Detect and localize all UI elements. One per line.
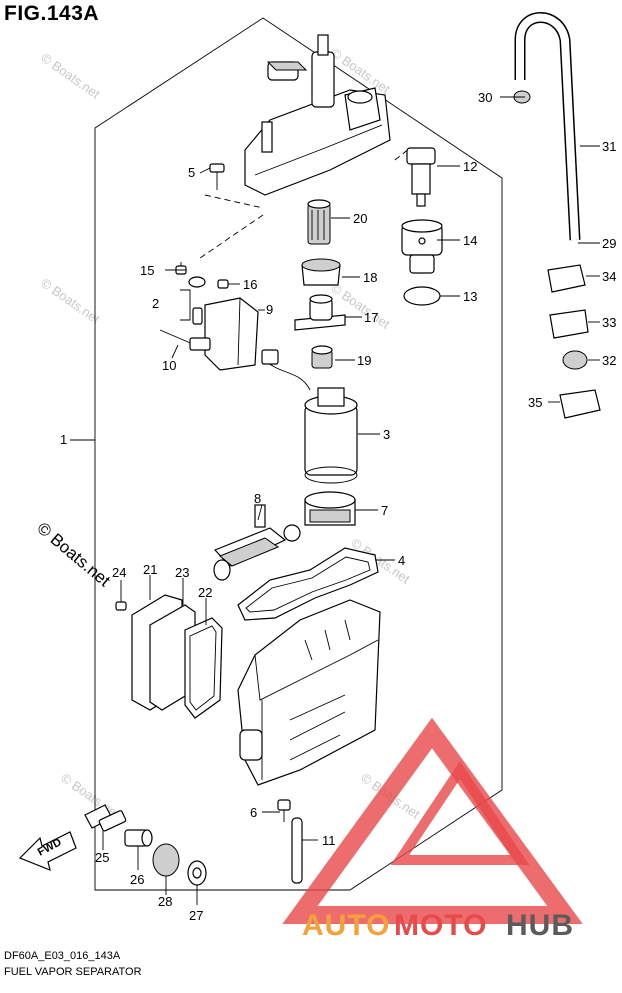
- logo-text-hub: HUB: [506, 909, 574, 942]
- leader-lines: [70, 96, 600, 905]
- assembly-line: [394, 147, 411, 161]
- part-collar-18: [301, 258, 341, 286]
- part-pump-14: [401, 219, 443, 274]
- callout-29: 29: [602, 236, 616, 251]
- part-screw-6: [277, 799, 291, 822]
- logo-triangle-icon: [282, 717, 583, 924]
- callout-15: 15: [140, 263, 154, 278]
- part-gasket-4: [237, 547, 379, 621]
- part-hose-11: [291, 817, 303, 884]
- callout-5: 5: [188, 165, 195, 180]
- callout-33: 33: [602, 315, 616, 330]
- assembly-line: [199, 214, 264, 259]
- callout-14: 14: [463, 233, 477, 248]
- part-float-8: [213, 504, 301, 581]
- assembly-line: [204, 194, 264, 209]
- watermark: © Boats.net: [38, 50, 103, 102]
- logo-text-moto: MOTO: [394, 909, 487, 942]
- callout-20: 20: [353, 211, 367, 226]
- callout-16: 16: [243, 277, 257, 292]
- part-filter-20: [307, 199, 331, 245]
- part-grommet-32: [562, 350, 588, 370]
- callout-labels: 1 2 3 4 5 6 7 8 9 10 11 12 13 14 15 16 1…: [60, 90, 616, 923]
- callout-10: 10: [162, 358, 176, 373]
- watermark-dark: © Boats.net: [33, 519, 114, 591]
- part-clip-33: [549, 309, 589, 339]
- part-clip-35: [559, 389, 601, 419]
- watermark: © Boats.net: [38, 275, 103, 327]
- part-washer-27: [187, 860, 207, 886]
- logo-inner-triangle-icon: [390, 760, 530, 865]
- automotohub-logo: AUTO MOTO HUB: [282, 717, 583, 942]
- callout-21: 21: [143, 562, 157, 577]
- callout-13: 13: [463, 289, 477, 304]
- figure-code: DF60A_E03_016_143A: [4, 950, 121, 962]
- callout-11: 11: [322, 833, 336, 848]
- figure-name: FUEL VAPOR SEPARATOR: [4, 966, 142, 978]
- part-float-7: [304, 491, 356, 526]
- figure-title: FIG.143A: [4, 2, 100, 25]
- part-bolt-25: [84, 804, 127, 832]
- logo-text-auto: AUTO: [302, 909, 390, 942]
- part-grommet-19: [311, 345, 333, 369]
- part-oring-13: [403, 286, 441, 306]
- part-gasket-22: [184, 617, 223, 719]
- callout-6: 6: [250, 805, 257, 820]
- watermark: © Boats.net: [328, 45, 393, 97]
- part-pin-10: [159, 329, 196, 346]
- callout-12: 12: [463, 159, 477, 174]
- assembly-border: [94, 17, 503, 891]
- callout-9: 9: [266, 302, 273, 317]
- part-bushing-28: [152, 843, 180, 877]
- part-separator-cover: [244, 34, 391, 196]
- callout-4: 4: [398, 553, 405, 568]
- callout-27: 27: [189, 908, 203, 923]
- callout-25: 25: [95, 850, 109, 865]
- callout-28: 28: [158, 894, 172, 909]
- callout-8: 8: [254, 491, 261, 506]
- callout-23: 23: [175, 565, 189, 580]
- callout-19: 19: [357, 353, 371, 368]
- fwd-arrow: FWD: [18, 831, 77, 871]
- callout-30: 30: [478, 90, 492, 105]
- part-screw-24: [115, 601, 127, 611]
- part-cover-9: [204, 297, 259, 371]
- callout-24: 24: [112, 565, 126, 580]
- callout-34: 34: [602, 269, 616, 284]
- callout-17: 17: [364, 310, 378, 325]
- callout-18: 18: [363, 270, 377, 285]
- part-screw-16: [217, 279, 229, 289]
- callout-26: 26: [130, 872, 144, 887]
- part-fitting-2: [180, 276, 206, 325]
- part-fuel-pump-3: [261, 349, 358, 484]
- callout-32: 32: [602, 353, 616, 368]
- part-screw-15: [175, 262, 187, 275]
- callout-2: 2: [152, 296, 159, 311]
- callout-35: 35: [528, 395, 542, 410]
- callout-22: 22: [198, 585, 212, 600]
- part-clip-34: [547, 264, 586, 293]
- part-float-chamber: [237, 599, 381, 786]
- part-bracket-17: [294, 294, 346, 331]
- part-regulator-12: [406, 147, 436, 207]
- callout-31: 31: [602, 139, 616, 154]
- part-fitting-26: [124, 829, 153, 847]
- callout-1: 1: [60, 432, 67, 447]
- part-screw-5: [209, 163, 225, 190]
- callout-7: 7: [381, 503, 388, 518]
- callout-3: 3: [383, 427, 390, 442]
- part-connector-10: [189, 337, 211, 351]
